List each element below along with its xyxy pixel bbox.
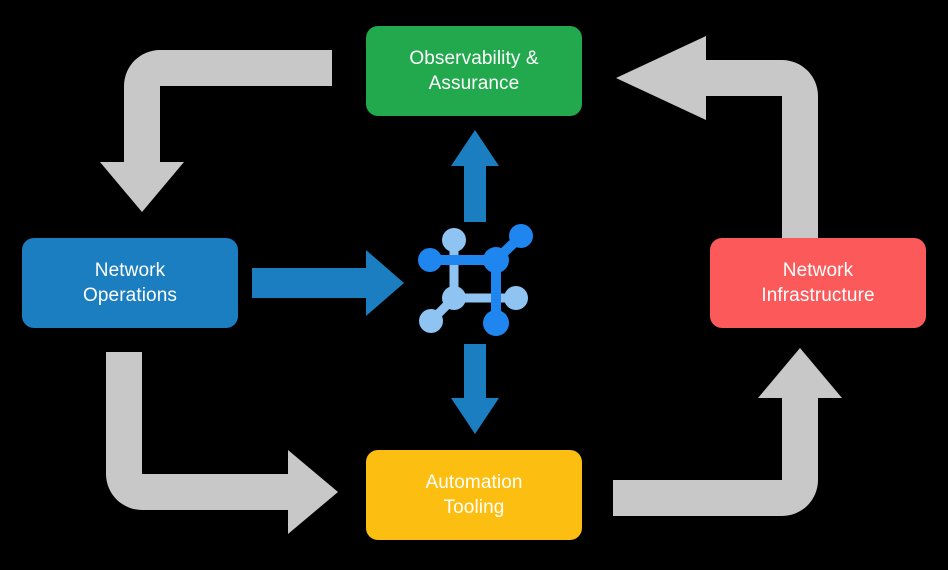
gray-arrow-observability-to-operations [100, 50, 332, 212]
network-topology-icon [418, 224, 533, 336]
box-observability-label: Observability & Assurance [409, 47, 539, 94]
blue-arrow-center-to-automation [451, 344, 499, 434]
box-observability-assurance[interactable]: Observability & Assurance [366, 26, 582, 116]
box-automation-label: Automation Tooling [425, 471, 523, 518]
box-network-infrastructure[interactable]: Network Infrastructure [710, 238, 926, 328]
box-infrastructure-label: Network Infrastructure [761, 259, 875, 306]
blue-arrow-operations-to-center [252, 250, 404, 316]
box-operations-label: Network Operations [83, 259, 177, 306]
network-icon-dark-nodes [418, 224, 533, 336]
gray-arrow-automation-to-infrastructure [613, 348, 842, 516]
network-icon-light-nodes [419, 228, 528, 333]
blue-arrow-center-to-observability [451, 130, 499, 222]
box-network-operations[interactable]: Network Operations [22, 238, 238, 328]
gray-arrow-infrastructure-to-observability [616, 36, 818, 238]
gray-arrow-operations-to-automation [106, 352, 338, 534]
box-automation-tooling[interactable]: Automation Tooling [366, 450, 582, 540]
